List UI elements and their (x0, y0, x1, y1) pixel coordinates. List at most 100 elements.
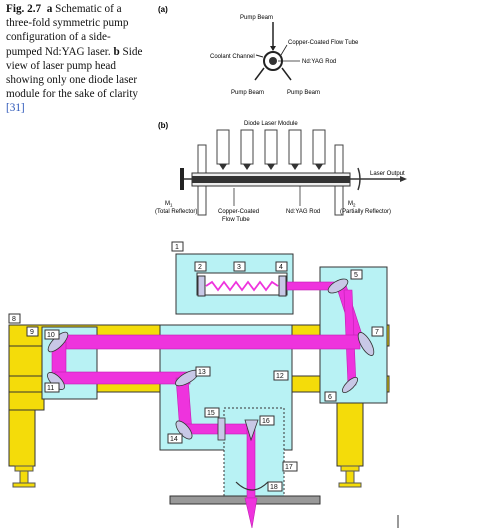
pump-beam-left-arrow (254, 67, 265, 81)
laser-beam-path (51, 281, 366, 529)
foot-base-right (338, 482, 362, 488)
label-9: 9 (30, 329, 34, 336)
panel-a-label: (a) (158, 5, 168, 14)
m1-label: M1 (165, 201, 173, 208)
diode-module (264, 129, 278, 165)
label-5: 5 (354, 272, 358, 279)
label-4: 4 (279, 264, 283, 271)
experimental-setup: 1 2 3 4 5 6 7 8 9 10 11 12 13 1 (8, 241, 399, 529)
base-plate (169, 495, 321, 505)
diode-emitter (219, 164, 227, 170)
mirror-7 (357, 332, 375, 356)
panel-b-label: (b) (158, 121, 169, 130)
caption-b-label: b (113, 45, 120, 58)
mirror-m1 (180, 168, 184, 190)
laser-output-arrow (400, 176, 407, 182)
mount-feet (12, 465, 362, 488)
foot-post-left (19, 470, 29, 484)
label-box (194, 261, 207, 272)
flow-tube-label: Copper-Coated Flow Tube (288, 40, 359, 46)
label-box (259, 415, 275, 426)
coolant-leader (255, 54, 264, 58)
diode-emitter (267, 164, 275, 170)
m2-label: M2 (348, 201, 356, 208)
panel-b: (b) Diode Laser Module Laser Output M1 (155, 121, 407, 223)
diode-module (312, 129, 326, 165)
label-box (171, 241, 184, 252)
label-box (350, 269, 363, 280)
foot-top-left (14, 465, 34, 472)
label-14: 14 (170, 436, 178, 443)
diode-emitter (315, 164, 323, 170)
label-box (275, 261, 288, 272)
pump-beam-right-arrow (281, 67, 292, 81)
caption-b-text: Side view of laser pump head showing onl… (6, 45, 143, 101)
foot-top-right (340, 465, 360, 472)
caption-reference: [31] (6, 102, 25, 115)
beam-segment (54, 371, 191, 385)
label-18: 18 (270, 484, 278, 491)
pumped-rod-wave (205, 280, 279, 292)
pump-arrowhead-top (270, 46, 276, 51)
label-box (371, 326, 384, 337)
diode-module (216, 129, 230, 165)
coolant-label: Coolant Channel (210, 54, 255, 60)
pump-beam-top-label: Pump Beam (240, 15, 273, 21)
pump-beam-right-label: Pump Beam (287, 90, 320, 96)
optic-15 (217, 417, 226, 441)
label-box (267, 481, 283, 492)
rod-label: Nd:YAG Rod (302, 59, 336, 65)
foot-base-left (12, 482, 36, 488)
flow-tube-label-b2: Flow Tube (222, 217, 250, 223)
mirror-14 (175, 420, 193, 440)
caption-a-label: a (46, 3, 53, 15)
leg-left (8, 409, 36, 467)
beam-segment (59, 334, 361, 350)
label-box (44, 382, 60, 393)
label-2: 2 (198, 264, 202, 271)
laser-output-label: Laser Output (370, 171, 405, 177)
diode-modules (216, 129, 326, 170)
label-11: 11 (47, 385, 54, 392)
pump-beam-left-label: Pump Beam (231, 90, 264, 96)
diode-module (288, 129, 302, 165)
rod-end-mirror (197, 275, 206, 297)
flow-tube-label-b1: Copper-Coated (218, 209, 259, 215)
label-box (282, 461, 298, 472)
caption-a-text: Schematic of a three-fold symmetric pump… (6, 3, 129, 58)
output-beam (244, 497, 258, 529)
part-labels: 1 2 3 4 5 6 7 8 9 10 11 12 13 1 (8, 241, 384, 492)
label-box (273, 370, 289, 381)
label-box (204, 407, 220, 418)
foot-post-right (345, 470, 355, 484)
diode-emitter (291, 164, 299, 170)
label-10: 10 (47, 332, 55, 339)
label-6: 6 (328, 394, 332, 401)
mirror-5 (327, 278, 349, 294)
figure-caption: Fig. 2.7 a Schematic of a three-fold sym… (6, 2, 144, 116)
nd-yag-rod-circle (269, 57, 277, 65)
label-3: 3 (237, 264, 241, 271)
label-box (44, 329, 60, 340)
mirror-m2 (357, 167, 361, 191)
label-box (167, 433, 183, 444)
label-8: 8 (12, 316, 16, 323)
label-13: 13 (198, 369, 206, 376)
diode-emitter (243, 164, 251, 170)
label-box (324, 391, 337, 402)
diode-module (240, 129, 254, 165)
label-box (195, 366, 211, 377)
label-box (8, 313, 21, 324)
label-12: 12 (276, 373, 284, 380)
figure-label: Fig. 2.7 (6, 3, 42, 15)
label-16: 16 (262, 418, 270, 425)
sample-holder-18 (235, 481, 269, 491)
output-coupler (278, 275, 287, 297)
label-1: 1 (175, 244, 179, 251)
panel-a: (a) Pump Beam Copper-Coated Flow Tube Co… (158, 5, 359, 96)
m1-desc: (Total Reflector) (155, 209, 197, 215)
label-17: 17 (285, 464, 293, 471)
label-15: 15 (207, 410, 215, 417)
label-7: 7 (375, 329, 379, 336)
